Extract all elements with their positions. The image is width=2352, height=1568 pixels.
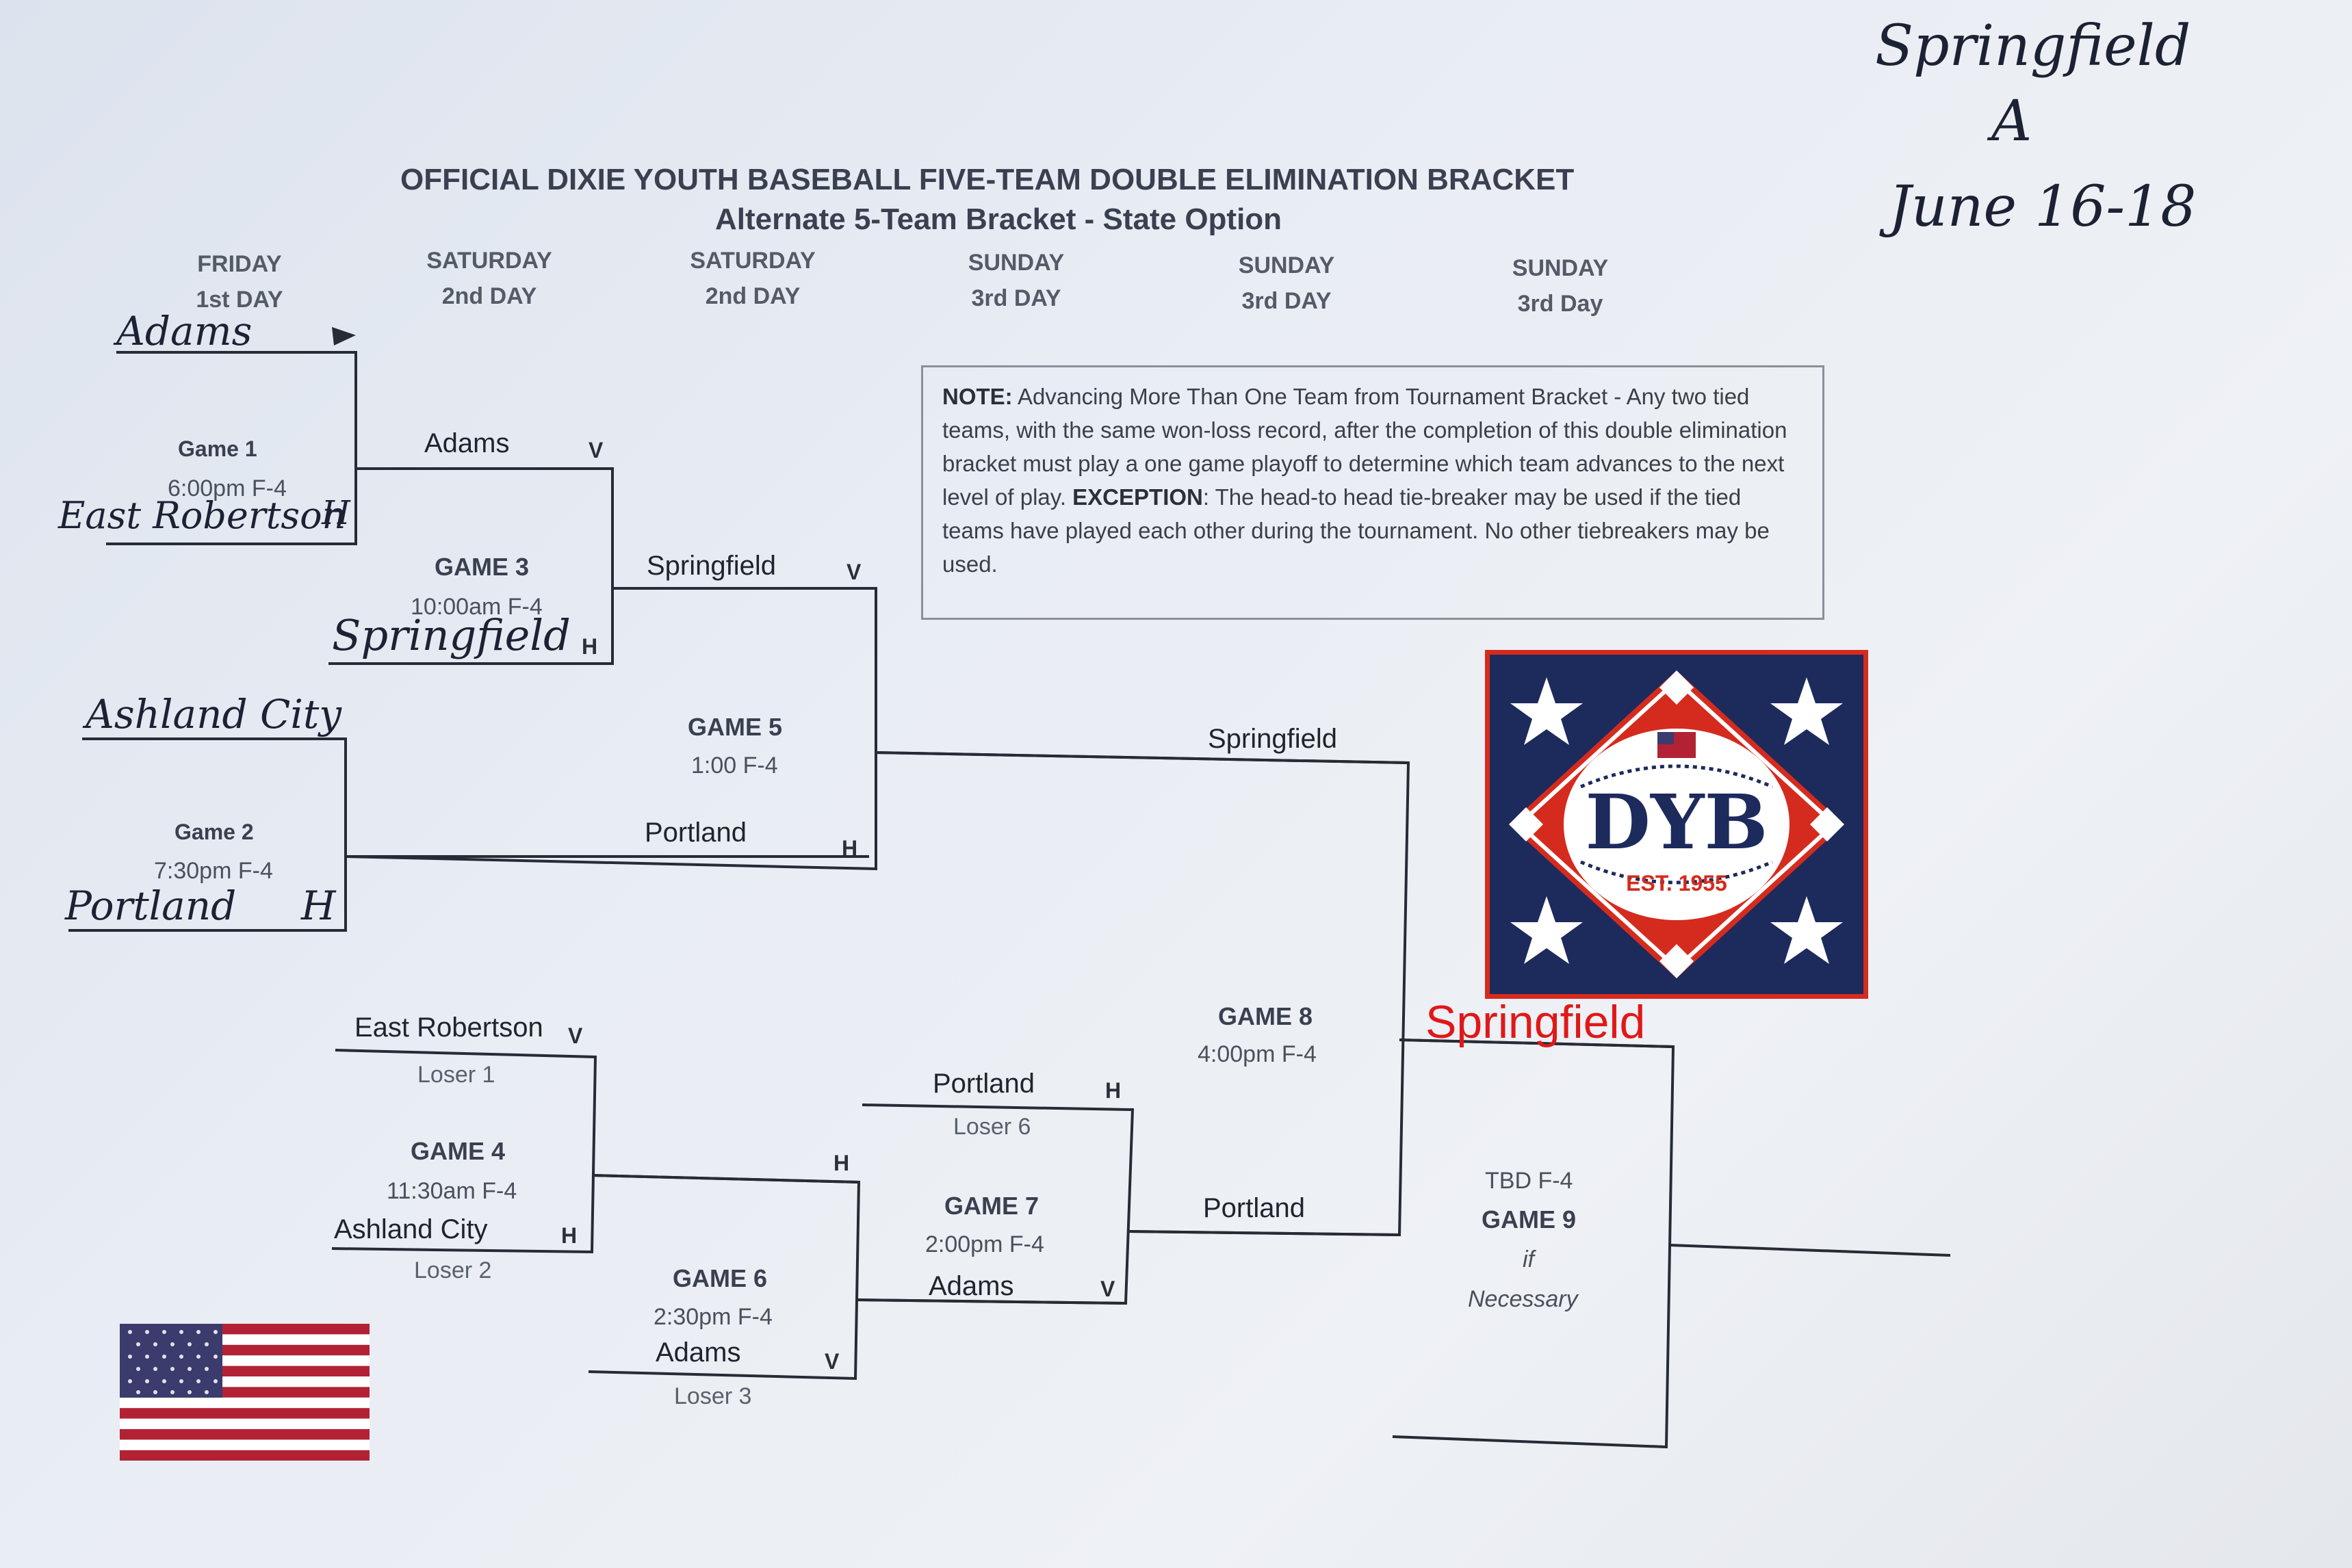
- handwritten-dates: June 16-18: [1889, 174, 2197, 239]
- g1-time: 6:00pm F-4: [168, 475, 287, 501]
- g2-time: 7:30pm F-4: [154, 858, 273, 884]
- g3-label: GAME 3: [435, 553, 530, 581]
- logo-est: EST. 1955: [1626, 871, 1727, 896]
- g6-bottom-loser: Loser 3: [674, 1383, 752, 1409]
- g7-top-loser: Loser 6: [953, 1114, 1031, 1140]
- g4-bottom-mark: H: [561, 1223, 578, 1248]
- g7-label: GAME 7: [944, 1192, 1039, 1220]
- g4-top-loser: Loser 1: [417, 1062, 495, 1088]
- g6-top-mark: H: [833, 1151, 850, 1175]
- g3-bracket: [328, 467, 614, 665]
- g4-top-team: East Robertson: [354, 1012, 543, 1043]
- g3-top-team: Adams: [424, 428, 510, 458]
- g6-time: 2:30pm F-4: [654, 1304, 773, 1330]
- arrow-mark: [332, 327, 356, 345]
- g2-bracket: [68, 737, 347, 932]
- handwritten-division: A: [1991, 89, 2032, 154]
- logo-stars: [1510, 677, 1843, 964]
- dyb-logo: DYB EST. 1955: [1485, 650, 1868, 999]
- star-icon: [1770, 896, 1843, 964]
- g2-label: Game 2: [175, 820, 254, 844]
- star-icon: [1510, 896, 1583, 964]
- us-flag-icon: [120, 1324, 370, 1461]
- g7-time: 2:00pm F-4: [925, 1231, 1044, 1257]
- g9-necessary: Necessary: [1468, 1286, 1578, 1312]
- handwritten-team-name: Springfield: [1875, 14, 2191, 79]
- g8-label: GAME 8: [1218, 1002, 1313, 1030]
- g7-bracket: [856, 1103, 1135, 1305]
- g5-top-mark: V: [847, 560, 862, 584]
- g4-time: 11:30am F-4: [387, 1178, 517, 1204]
- g9-out: [1669, 1244, 1951, 1257]
- g4-top-mark: V: [568, 1023, 583, 1048]
- g5-bottom-team: Portland: [645, 818, 747, 848]
- g6-bracket: [588, 1174, 861, 1381]
- note-exception-label: EXCEPTION: [1072, 484, 1203, 510]
- g3-top-mark: V: [589, 438, 604, 462]
- g1-bottom-team: East Robertson: [58, 494, 346, 537]
- g2-top-team: Ashland City: [86, 691, 342, 737]
- note-label: NOTE:: [942, 384, 1013, 409]
- g3-bottom-mark: H: [582, 634, 598, 659]
- g6-label: GAME 6: [673, 1264, 768, 1292]
- g3-bottom-team: Springfield: [332, 610, 571, 660]
- g7-top-mark: H: [1105, 1078, 1122, 1103]
- g8-bottom-team: Portland: [1203, 1193, 1305, 1223]
- g4-bracket: [331, 1049, 597, 1254]
- g5-bracket: [345, 587, 877, 871]
- g9-if: if: [1523, 1246, 1534, 1272]
- g1-bracket: [106, 351, 357, 545]
- g8-top-team: Springfield: [1208, 724, 1338, 754]
- g1-bottom-mark: H: [322, 494, 350, 532]
- g8-time: 4:00pm F-4: [1198, 1041, 1317, 1067]
- g6-bottom-team: Adams: [656, 1337, 741, 1368]
- g7-bottom-team: Adams: [929, 1271, 1014, 1301]
- g9-bracket: [1392, 1038, 1675, 1449]
- g4-bottom-loser: Loser 2: [414, 1257, 492, 1283]
- g7-top-team: Portland: [933, 1069, 1035, 1099]
- g3-time: 10:00am F-4: [411, 594, 543, 620]
- g5-label: GAME 5: [688, 713, 783, 741]
- star-icon: [1770, 677, 1843, 745]
- g4-bottom-team: Ashland City: [334, 1214, 488, 1244]
- g7-bottom-mark: V: [1100, 1277, 1115, 1301]
- star-icon: [1510, 677, 1583, 745]
- g5-bottom-mark: H: [842, 836, 858, 861]
- g5-top-team: Springfield: [647, 551, 777, 581]
- g6-bottom-mark: V: [825, 1349, 840, 1374]
- g4-label: GAME 4: [411, 1137, 506, 1165]
- note-box: NOTE: Advancing More Than One Team from …: [921, 365, 1824, 620]
- g5-time: 1:00 F-4: [691, 753, 778, 779]
- note-text-2: : The head-to head tie-breaker may be us…: [942, 484, 1770, 577]
- g7-out: [1128, 1230, 1400, 1236]
- g9-label: GAME 9: [1482, 1205, 1577, 1233]
- g1-label: Game 1: [178, 436, 257, 461]
- g8-bracket: [875, 751, 1410, 1237]
- logo-text: DYB: [1586, 778, 1768, 866]
- g2-bottom-team: Portland: [65, 883, 237, 929]
- page-subtitle: Alternate 5-Team Bracket - State Option: [715, 202, 1282, 236]
- page-title: OFFICIAL DIXIE YOUTH BASEBALL FIVE-TEAM …: [400, 163, 1575, 196]
- g1-top-team: Adams: [116, 308, 253, 354]
- g9-time: TBD F-4: [1485, 1168, 1573, 1194]
- note-text-1: Advancing More Than One Team from Tourna…: [942, 384, 1787, 510]
- champion-team: Springfield: [1425, 996, 1646, 1048]
- g2-bottom-mark: H: [301, 883, 336, 929]
